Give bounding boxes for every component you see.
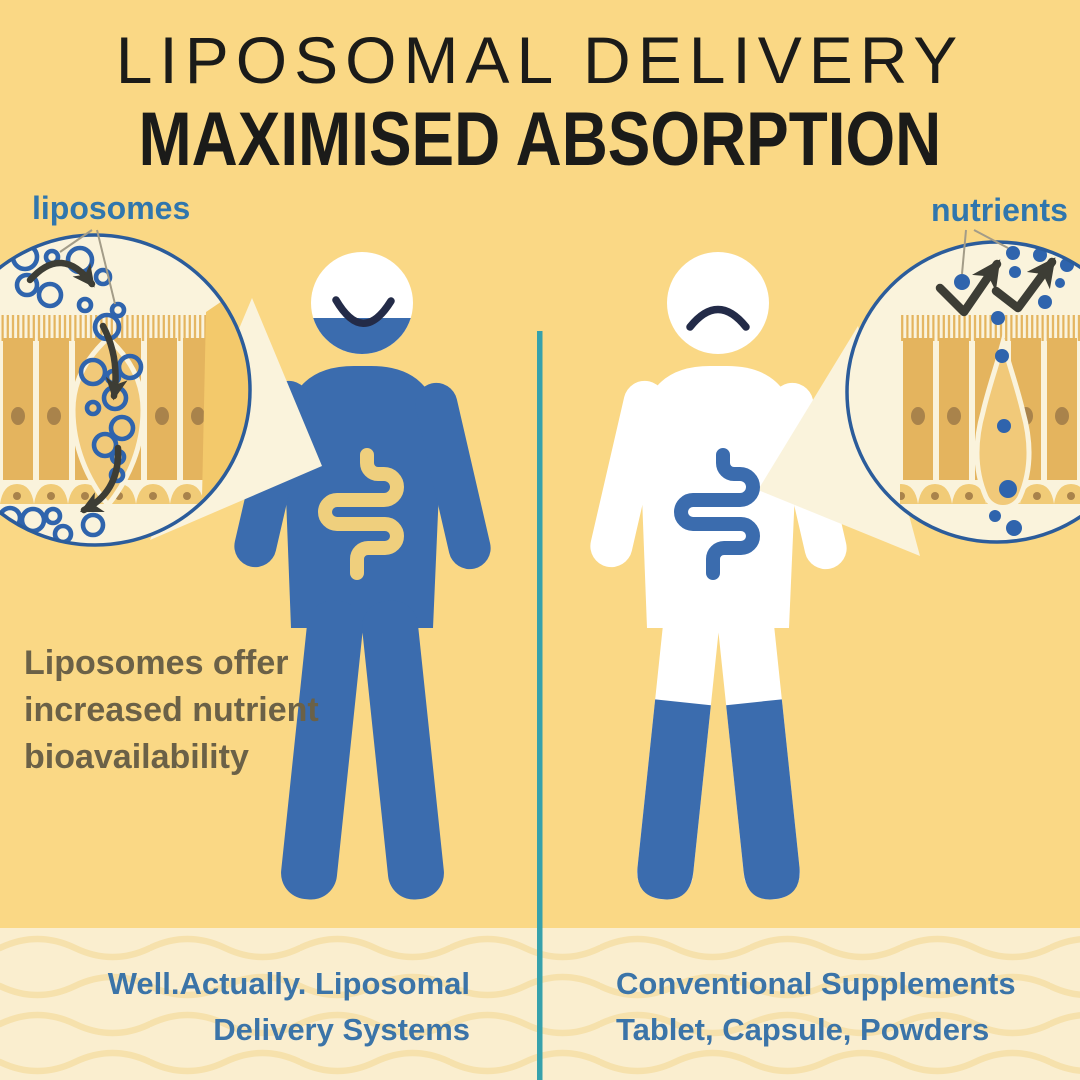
- frown-icon: [686, 305, 750, 331]
- sad-head: [667, 252, 769, 354]
- page-title-line2: MAXIMISED ABSORPTION: [0, 96, 1080, 183]
- sad-left-arm: [590, 380, 666, 568]
- caption-right-line1: Conventional Supplements: [616, 966, 1016, 1001]
- smile-icon: [332, 296, 395, 327]
- caption-left-line1: Well.Actually. Liposomal: [107, 966, 470, 1001]
- label-liposomes: liposomes: [32, 190, 191, 226]
- caption-left-line2: Delivery Systems: [213, 1012, 470, 1047]
- label-nutrients: nutrients: [931, 192, 1068, 228]
- left-magnifier-circle: [0, 233, 252, 547]
- sad-left-leg: [637, 600, 719, 900]
- left-boot: [637, 699, 711, 900]
- bounce-arrow-icons: [935, 257, 1057, 317]
- happy-right-arm: [415, 382, 491, 570]
- benefit-text-line2: increased nutrient: [24, 691, 319, 729]
- right-boot: [726, 699, 800, 900]
- absorption-arrow-icons: [26, 259, 128, 514]
- caption-right: Conventional Supplements Tablet, Capsule…: [616, 961, 1016, 1053]
- caption-left: Well.Actually. Liposomal Delivery System…: [90, 961, 470, 1053]
- light-beam-right: [758, 326, 920, 556]
- page-title-line2-text: MAXIMISED ABSORPTION: [138, 97, 942, 182]
- leader-lines: [59, 229, 1009, 305]
- happy-left-leg: [281, 600, 363, 900]
- nutrient-dot-icons: [954, 246, 1074, 536]
- divider-line: [537, 331, 543, 1080]
- happy-right-leg: [362, 600, 444, 900]
- caption-right-line2: Tablet, Capsule, Powders: [616, 1012, 990, 1047]
- sad-right-leg: [718, 600, 800, 900]
- page-title-line1: LIPOSOMAL DELIVERY: [115, 23, 965, 97]
- benefit-text-line1: Liposomes offer: [24, 644, 289, 682]
- benefit-text: Liposomes offer increased nutrient bioav…: [24, 640, 319, 781]
- benefit-text-line3: bioavailability: [24, 738, 249, 776]
